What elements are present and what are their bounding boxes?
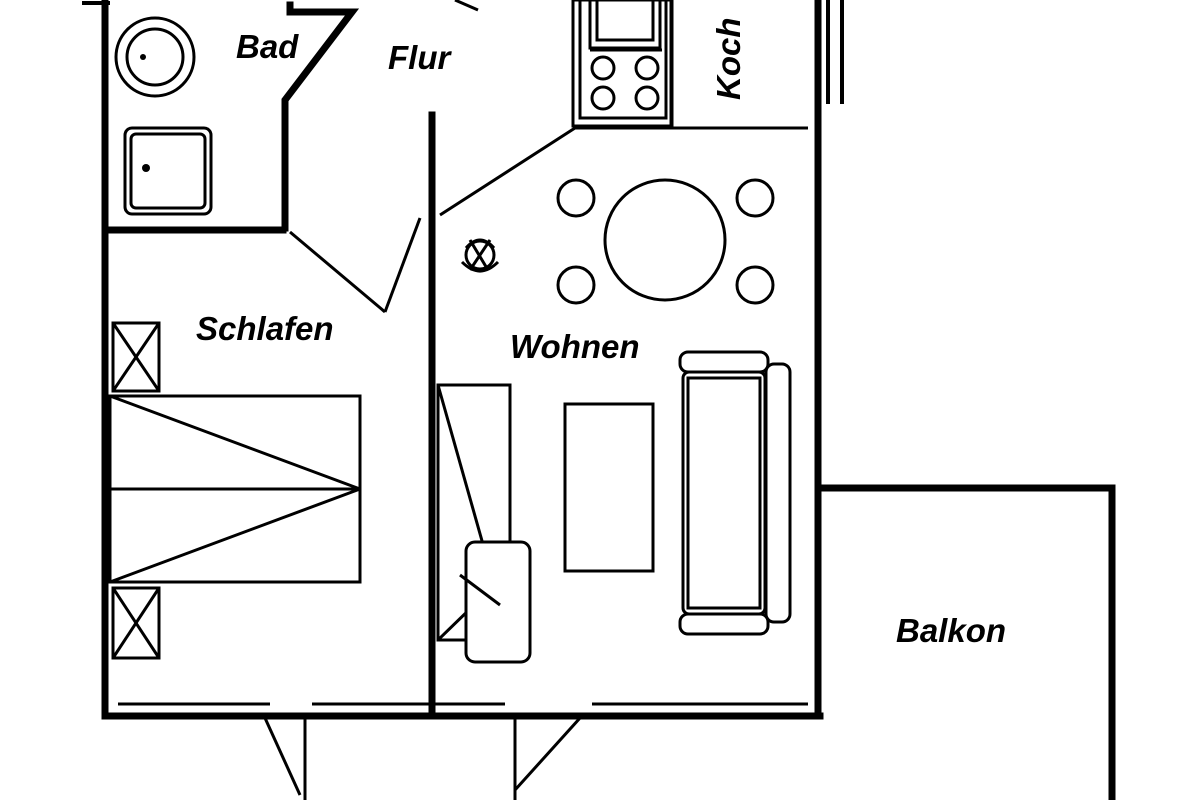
door-swings	[263, 0, 582, 800]
balcony-outline	[816, 484, 1116, 800]
room-label-bad: Bad	[236, 28, 299, 65]
outer-walls	[101, 0, 844, 720]
bathroom-fixtures	[114, 16, 213, 216]
bedroom-furniture	[108, 321, 362, 660]
room-label-koch: Koch	[710, 18, 747, 101]
armchair	[459, 540, 532, 664]
room-label-flur: Flur	[388, 39, 452, 76]
chair	[556, 265, 596, 305]
sofa	[678, 350, 792, 636]
nightstand	[111, 321, 161, 393]
dining-set	[556, 178, 775, 305]
chair	[556, 178, 596, 218]
kitchen-fixtures	[571, 0, 673, 128]
nightstand	[111, 586, 161, 660]
coffee-table	[563, 402, 655, 573]
plant-icon	[460, 238, 500, 273]
chair	[735, 265, 775, 305]
living-furniture	[436, 350, 792, 664]
shower-tray-icon	[123, 126, 213, 216]
dining-table	[603, 178, 727, 302]
chair	[735, 178, 775, 218]
double-bed	[108, 394, 362, 584]
stove-icon	[590, 55, 660, 111]
room-label-balkon: Balkon	[896, 612, 1006, 649]
room-label-schlafen: Schlafen	[196, 310, 334, 347]
room-label-wohnen: Wohnen	[510, 328, 640, 365]
